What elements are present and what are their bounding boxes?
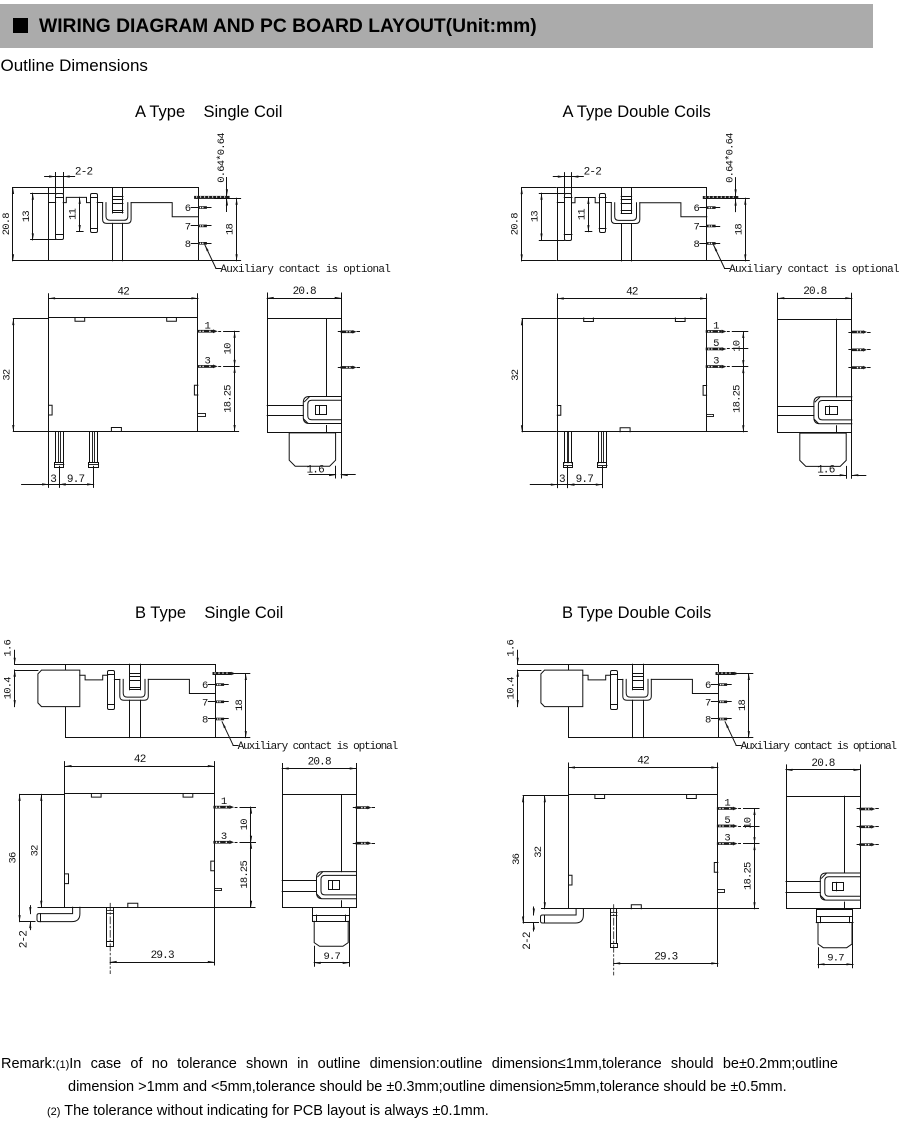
svg-text:10: 10	[731, 340, 743, 352]
svg-text:18: 18	[234, 700, 246, 712]
svg-text:18.25: 18.25	[743, 862, 755, 890]
svg-text:0.64*0.64: 0.64*0.64	[725, 133, 737, 183]
svg-text:1.6: 1.6	[506, 640, 518, 657]
svg-text:6: 6	[705, 680, 711, 692]
svg-text:6: 6	[693, 203, 699, 215]
svg-text:42: 42	[117, 286, 129, 298]
svg-text:2-2: 2-2	[75, 166, 93, 178]
svg-text:1.6: 1.6	[817, 465, 835, 477]
svg-text:1.6: 1.6	[306, 465, 324, 477]
svg-text:Auxiliary contact is optional: Auxiliary contact is optional	[741, 741, 897, 753]
svg-text:9.7: 9.7	[827, 952, 844, 964]
svg-text:18.25: 18.25	[731, 385, 743, 413]
svg-text:2-2: 2-2	[18, 931, 30, 949]
svg-text:3: 3	[559, 474, 566, 486]
svg-text:1: 1	[713, 321, 719, 333]
svg-text:5: 5	[724, 815, 730, 827]
svg-text:18: 18	[225, 224, 237, 236]
svg-text:20.8: 20.8	[293, 286, 316, 298]
svg-text:7: 7	[693, 222, 699, 234]
svg-text:10: 10	[743, 817, 755, 829]
svg-text:42: 42	[637, 756, 649, 768]
svg-text:6: 6	[202, 680, 208, 692]
svg-text:10.4: 10.4	[506, 677, 518, 700]
svg-text:10: 10	[223, 343, 235, 355]
svg-text:20.8: 20.8	[1, 213, 13, 236]
svg-text:29.3: 29.3	[151, 950, 174, 962]
svg-text:3: 3	[724, 833, 730, 845]
svg-text:1: 1	[724, 798, 730, 810]
svg-text:9.7: 9.7	[576, 474, 594, 486]
svg-text:32: 32	[533, 846, 545, 858]
svg-text:0.64*0.64: 0.64*0.64	[216, 133, 228, 183]
svg-text:Auxiliary contact is optional: Auxiliary contact is optional	[220, 264, 390, 276]
svg-text:18.25: 18.25	[239, 861, 251, 889]
svg-text:13: 13	[21, 211, 33, 223]
svg-text:32: 32	[29, 845, 41, 857]
svg-text:7: 7	[185, 221, 191, 233]
svg-text:20.8: 20.8	[308, 757, 331, 769]
svg-text:8: 8	[185, 239, 191, 251]
svg-text:29.3: 29.3	[654, 951, 677, 963]
svg-text:42: 42	[134, 754, 146, 766]
svg-text:42: 42	[626, 287, 638, 299]
svg-text:8: 8	[705, 715, 711, 727]
svg-text:6: 6	[185, 203, 191, 215]
svg-text:18: 18	[733, 224, 745, 236]
svg-text:7: 7	[202, 697, 208, 709]
svg-text:11: 11	[576, 209, 588, 221]
svg-text:2-2: 2-2	[522, 932, 534, 950]
svg-text:10.4: 10.4	[3, 677, 15, 700]
svg-text:20.8: 20.8	[811, 758, 834, 770]
svg-text:3: 3	[221, 831, 227, 843]
svg-text:8: 8	[202, 715, 208, 727]
svg-text:2-2: 2-2	[584, 166, 602, 178]
svg-text:18.25: 18.25	[223, 385, 235, 413]
svg-text:20.8: 20.8	[510, 213, 522, 236]
svg-text:3: 3	[713, 356, 719, 368]
svg-text:5: 5	[713, 338, 719, 350]
svg-text:9.7: 9.7	[323, 951, 340, 963]
svg-text:18: 18	[737, 700, 749, 712]
svg-text:11: 11	[68, 208, 80, 220]
svg-text:10: 10	[239, 819, 251, 831]
svg-text:32: 32	[1, 369, 13, 381]
svg-text:13: 13	[530, 211, 542, 223]
svg-text:3: 3	[50, 474, 57, 486]
svg-text:36: 36	[511, 853, 523, 865]
svg-text:Auxiliary contact is optional: Auxiliary contact is optional	[238, 741, 398, 753]
svg-text:32: 32	[510, 369, 522, 381]
svg-text:Auxiliary contact is optional: Auxiliary contact is optional	[729, 264, 899, 276]
svg-text:1: 1	[204, 320, 210, 332]
svg-text:3: 3	[204, 355, 210, 367]
svg-text:9.7: 9.7	[67, 474, 85, 486]
svg-text:8: 8	[693, 239, 699, 251]
svg-text:7: 7	[705, 697, 711, 709]
svg-text:20.8: 20.8	[803, 286, 826, 298]
svg-text:36: 36	[8, 852, 20, 864]
svg-text:1.6: 1.6	[3, 640, 15, 657]
svg-text:1: 1	[221, 796, 227, 808]
